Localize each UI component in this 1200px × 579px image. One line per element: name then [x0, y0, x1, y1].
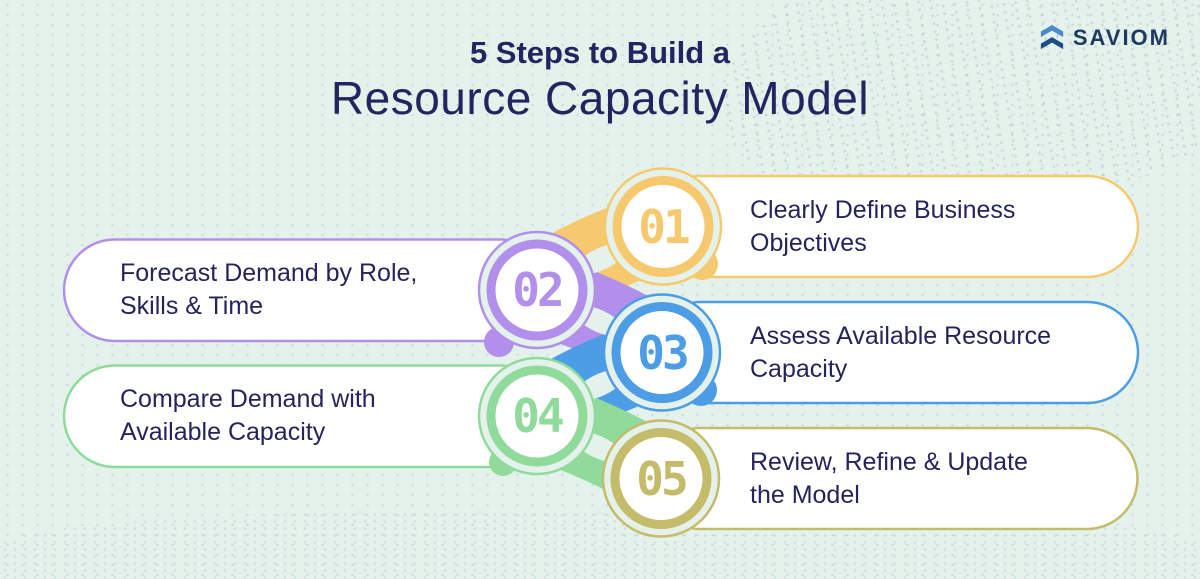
step-number: 05	[636, 452, 688, 506]
step-label-line: Clearly Define Business	[750, 195, 1016, 224]
brand-logo: SAVIOM	[1039, 22, 1170, 54]
step-label-line: Forecast Demand by Role,	[120, 259, 418, 287]
step-number: 04	[512, 389, 564, 443]
step-label: Compare Demand with Available Capacity	[120, 365, 502, 467]
title-block: 5 Steps to Build a Resource Capacity Mod…	[0, 34, 1200, 124]
step-label: Review, Refine & Update the Model	[750, 428, 1132, 529]
step-label-line: Compare Demand with	[120, 385, 376, 413]
badge-ring	[486, 239, 588, 341]
step-label-line: Skills & Time	[120, 292, 264, 320]
logo-text: SAVIOM	[1072, 25, 1170, 50]
step-label-line: Review, Refine & Update	[750, 447, 1028, 476]
step-label: Assess Available Resource Capacity	[750, 302, 1132, 403]
page-subtitle: Resource Capacity Model	[330, 72, 870, 124]
step-label-line: Capacity	[750, 354, 848, 383]
saviom-logo-icon	[1040, 25, 1063, 50]
step-number: 01	[638, 200, 690, 254]
step-label-line: Available Capacity	[120, 418, 326, 446]
badge-ring	[610, 428, 712, 529]
step-label: Clearly Define Business Objectives	[750, 176, 1132, 277]
step-label: Forecast Demand by Role, Skills & Time	[120, 239, 502, 341]
step-label-line: Assess Available Resource	[750, 321, 1052, 350]
page-title: 5 Steps to Build a	[469, 35, 731, 70]
badge-ring	[611, 302, 713, 403]
step-label-line: the Model	[750, 480, 860, 509]
step-number: 03	[637, 326, 689, 380]
badge-ring	[486, 365, 588, 467]
step-number: 02	[512, 263, 564, 317]
badge-ring	[612, 176, 714, 277]
step-label-line: Objectives	[750, 228, 867, 257]
